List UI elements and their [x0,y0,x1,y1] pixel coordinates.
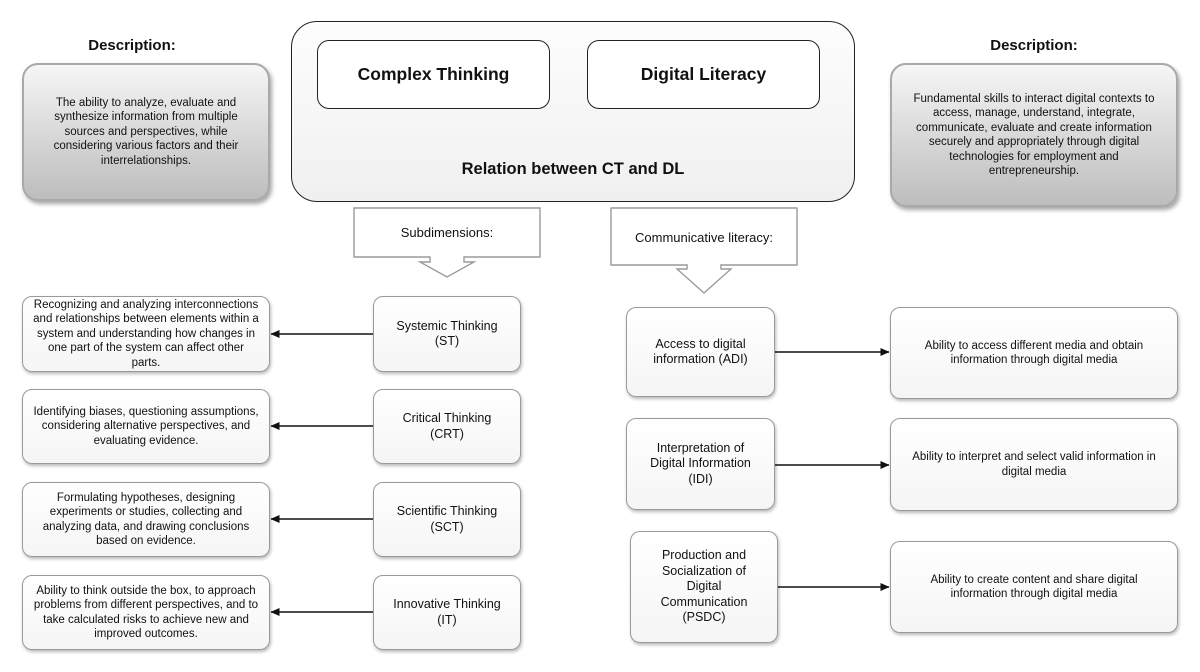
communicative-literacy-label: Communicative literacy: [635,229,773,245]
crt-description: Identifying biases, questioning assumpti… [22,389,270,464]
left-description-heading: Description: [88,37,176,54]
innovative-thinking-label: Innovative Thinking (IT) [393,597,501,627]
sct-description-text: Formulating hypotheses, designing experi… [42,491,250,548]
idi-label: Interpretation of Digital Information (I… [650,440,751,486]
systemic-thinking-label: Systemic Thinking (ST) [396,318,498,349]
complex-thinking-description-text: The ability to analyze, evaluate and syn… [53,96,239,167]
critical-thinking-label: Critical Thinking (CRT) [402,411,492,441]
critical-thinking-box: Critical Thinking (CRT) [373,389,521,464]
systemic-thinking-box: Systemic Thinking (ST) [373,296,521,372]
innovative-thinking-box: Innovative Thinking (IT) [373,575,521,650]
sct-description: Formulating hypotheses, designing experi… [22,482,270,557]
it-description-text: Ability to think outside the box, to app… [33,584,259,641]
adi-description-text: Ability to access different media and ob… [924,339,1144,367]
digital-literacy-label: Digital Literacy [640,64,767,84]
adi-box: Access to digital information (ADI) [626,307,775,397]
st-description-text: Recognizing and analyzing interconnectio… [33,298,259,369]
st-description: Recognizing and analyzing interconnectio… [22,296,270,372]
idi-description: Ability to interpret and select valid in… [890,418,1178,511]
subdimensions-callout-shape [353,207,541,278]
psdc-description: Ability to create content and share digi… [890,541,1178,633]
complex-thinking-box: Complex Thinking [317,40,550,109]
it-description: Ability to think outside the box, to app… [22,575,270,650]
digital-literacy-box: Digital Literacy [587,40,820,109]
subdimensions-label: Subdimensions: [400,224,494,240]
digital-literacy-description: Fundamental skills to interact digital c… [890,63,1178,207]
complex-thinking-label: Complex Thinking [357,64,510,84]
relation-title: Relation between CT and DL [461,160,685,178]
adi-label: Access to digital information (ADI) [653,336,748,367]
psdc-description-text: Ability to create content and share digi… [930,573,1138,601]
scientific-thinking-label: Scientific Thinking (SCT) [396,504,498,534]
scientific-thinking-box: Scientific Thinking (SCT) [373,482,521,557]
psdc-label: Production and Socialization of Digital … [660,548,748,625]
idi-box: Interpretation of Digital Information (I… [626,418,775,510]
idi-description-text: Ability to interpret and select valid in… [912,451,1156,478]
crt-description-text: Identifying biases, questioning assumpti… [33,405,259,447]
right-description-heading: Description: [990,37,1078,54]
psdc-box: Production and Socialization of Digital … [630,531,778,643]
digital-literacy-description-text: Fundamental skills to interact digital c… [913,92,1155,178]
adi-description: Ability to access different media and ob… [890,307,1178,399]
complex-thinking-description: The ability to analyze, evaluate and syn… [22,63,270,201]
communicative-literacy-callout-shape [610,207,798,294]
